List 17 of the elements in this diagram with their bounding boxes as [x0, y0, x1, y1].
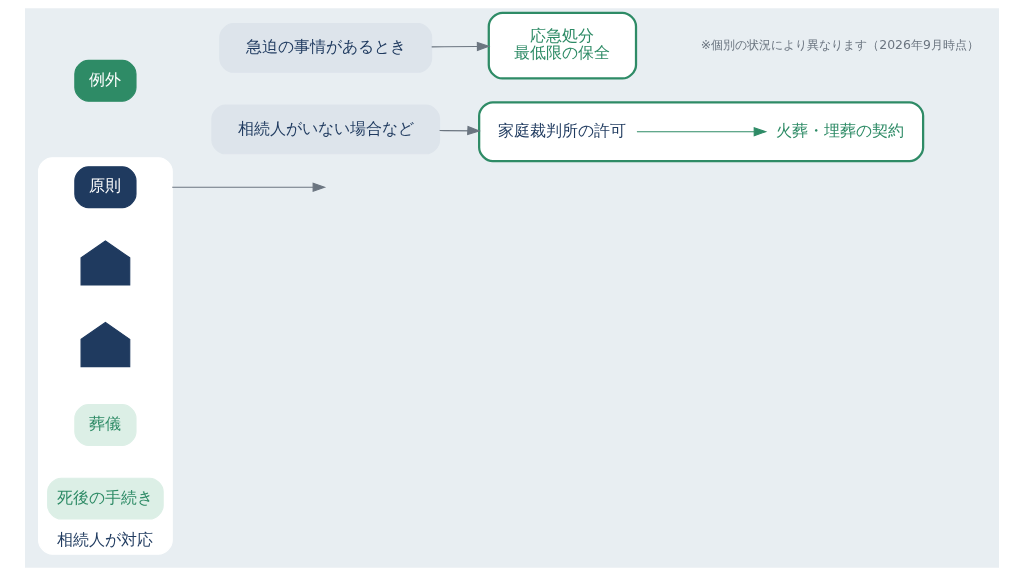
node-box: 応急処分 最低限の保全	[487, 11, 638, 80]
node-box: 例外	[74, 59, 137, 102]
node-box: 死後の手続き	[47, 477, 164, 520]
label: ※個別の状況により異なります（2026年9月時点）	[700, 36, 979, 52]
node-box: 相続人がいない場合など	[211, 104, 441, 155]
node-box: 原則	[74, 166, 137, 209]
node-text: 家庭裁判所の許可	[498, 120, 627, 140]
arrow	[171, 182, 327, 192]
node-person	[80, 321, 131, 368]
node-box: 急迫の事情があるとき	[219, 23, 433, 73]
cluster	[478, 101, 925, 163]
node-text: 火葬・埋葬の契約	[775, 120, 904, 140]
node-person	[80, 240, 131, 286]
arrow	[636, 126, 768, 137]
arrow	[439, 125, 481, 136]
node-box: 葬儀	[74, 404, 137, 446]
arrow	[431, 41, 491, 52]
